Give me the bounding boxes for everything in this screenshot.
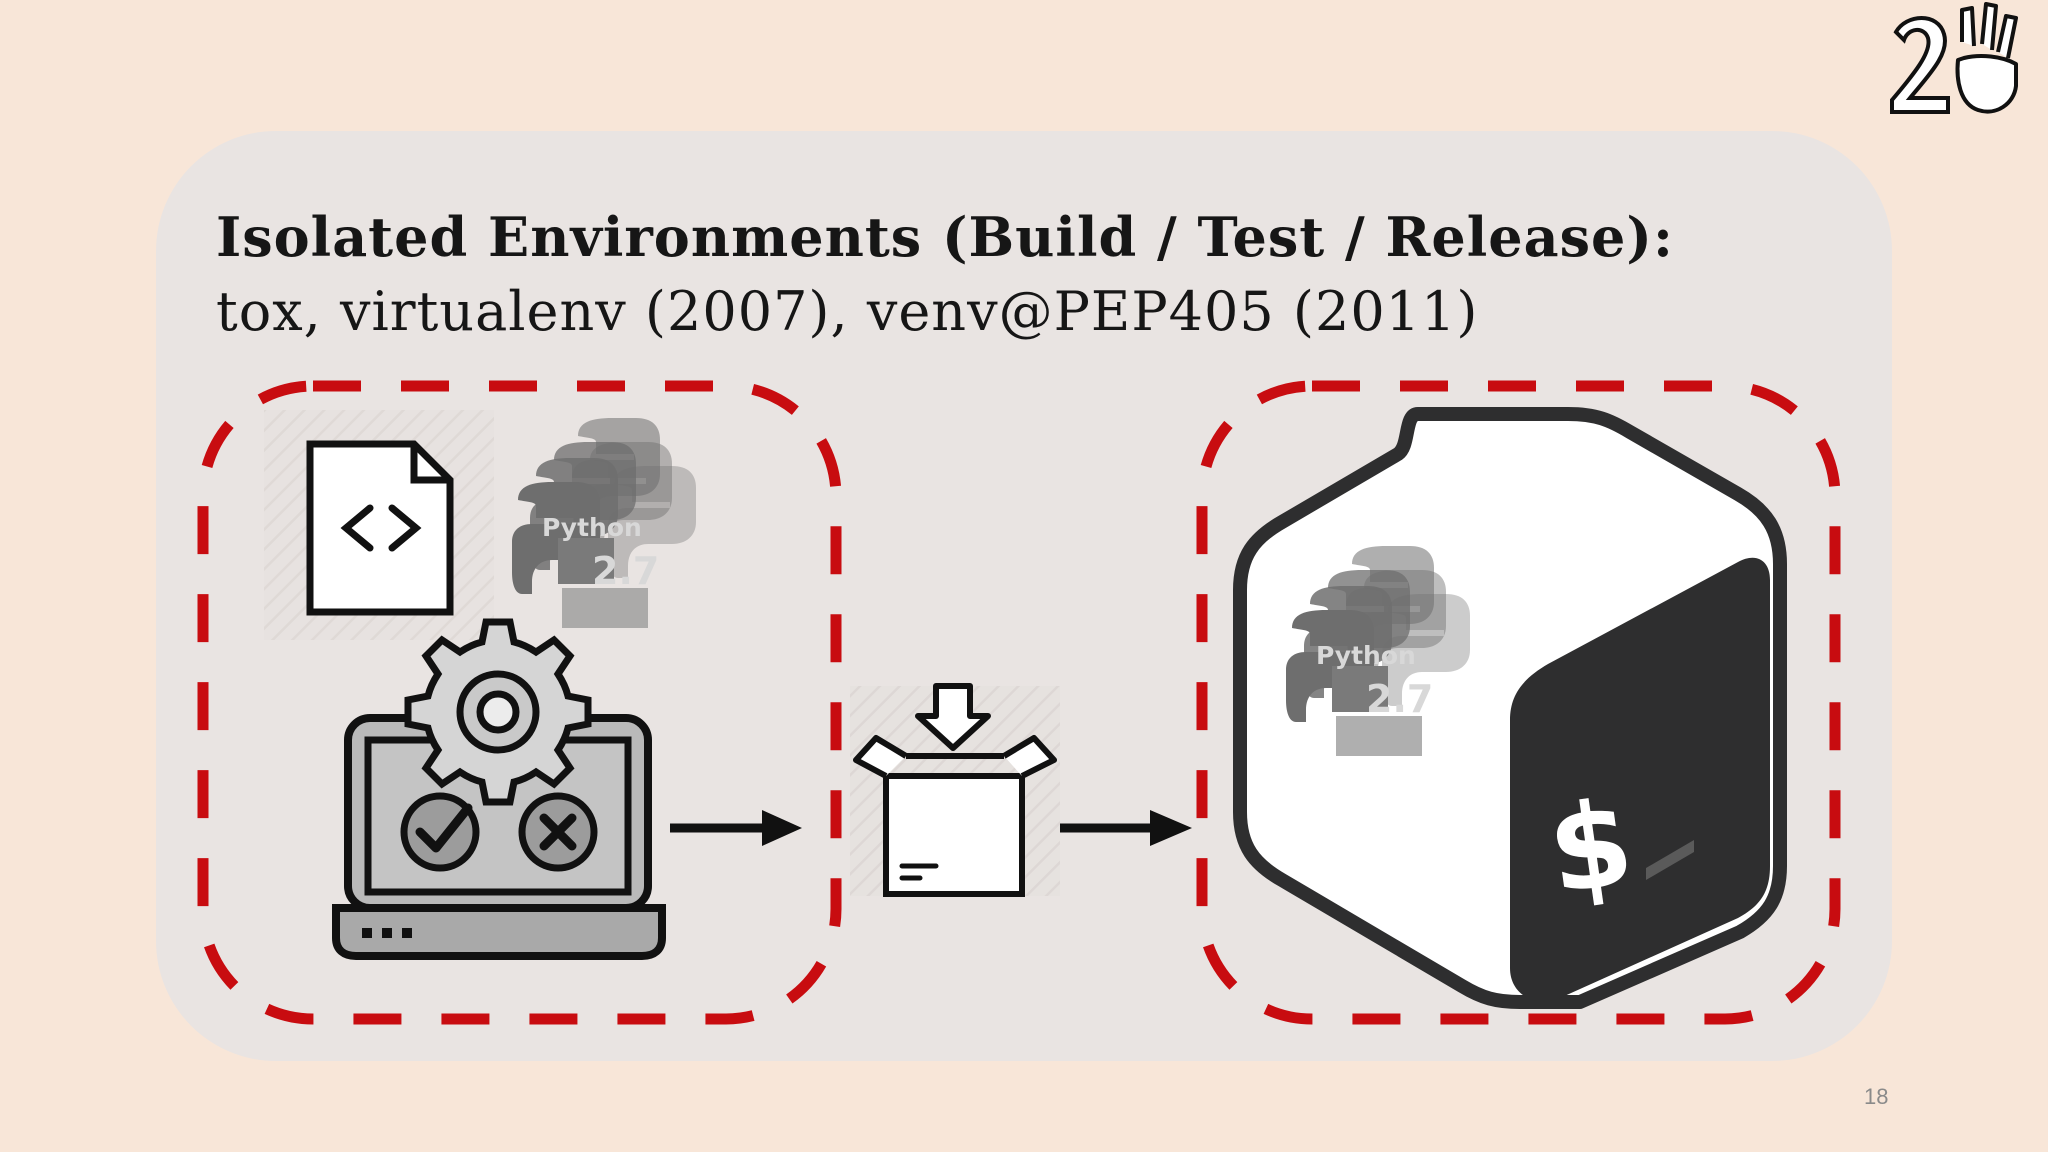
right-arrow-icon [670, 810, 802, 846]
cross-circle-icon [518, 792, 598, 872]
python-label-left: Python [542, 513, 642, 542]
package-box-icon [850, 683, 1060, 897]
laptop-build-test-icon [332, 618, 666, 960]
release-environment-frame [1196, 380, 1841, 1025]
check-circle-icon [400, 792, 480, 872]
gear-icon [404, 618, 592, 806]
bash-shell-icon: $ [1233, 407, 1787, 1009]
dollar-sign-icon: $ [1540, 773, 1641, 921]
python-version-right: 2.7 [1366, 677, 1433, 721]
page-number: 18 [1864, 1084, 1889, 1109]
python-label-right: Python [1316, 641, 1416, 670]
slide-subtitle: tox, virtualenv (2007), venv@PEP405 (201… [216, 280, 1479, 343]
python-version-left: 2.7 [592, 549, 659, 593]
python-stack-icon [512, 418, 696, 628]
build-test-environment-frame [197, 380, 842, 1025]
code-file-icon [264, 410, 494, 640]
right-arrow-icon [1060, 810, 1192, 846]
2-hand-logo-icon [1890, 2, 2018, 114]
slide-title: Isolated Environments (Build / Test / Re… [216, 205, 1674, 269]
python-stack-icon [1286, 546, 1470, 756]
